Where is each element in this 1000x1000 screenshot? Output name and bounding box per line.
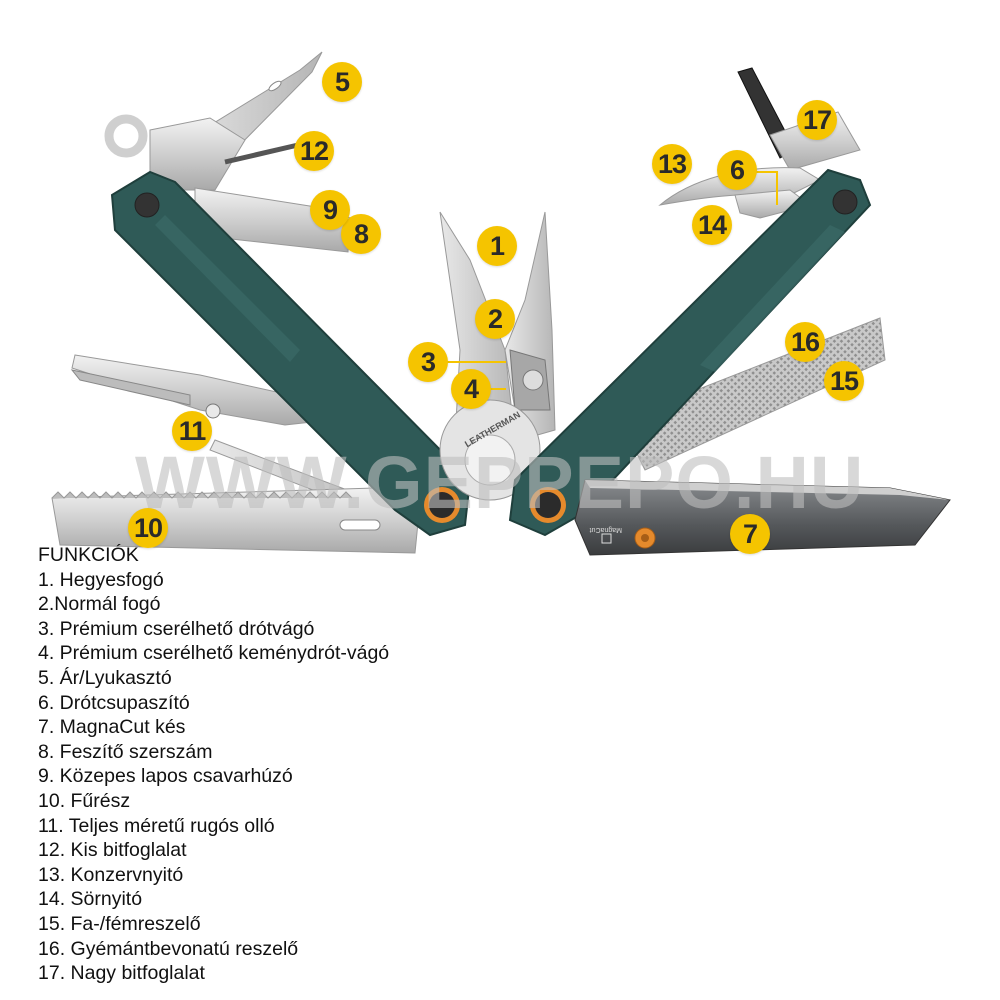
- badge-17: 17: [797, 100, 837, 140]
- legend-item: 17. Nagy bitfoglalat: [38, 962, 205, 985]
- badge-12: 12: [294, 131, 334, 171]
- legend-item: 3. Prémium cserélhető drótvágó: [38, 617, 315, 640]
- badge-14: 14: [692, 205, 732, 245]
- badge-5: 5: [322, 62, 362, 102]
- function-legend: FUNKCIÓK 1. Hegyesfogó 2.Normál fogó 3. …: [38, 543, 389, 986]
- legend-item: 6. Drótcsupaszító: [38, 691, 190, 714]
- legend-item: 8. Feszítő szerszám: [38, 740, 213, 763]
- legend-item: 5. Ár/Lyukasztó: [38, 666, 172, 689]
- badge-6: 6: [717, 150, 757, 190]
- badge-13: 13: [652, 144, 692, 184]
- watermark-text: WWW.GEPPEPO.HU: [135, 441, 865, 524]
- small-bit-holder-tool: [149, 117, 299, 191]
- legend-item: 1. Hegyesfogó: [38, 568, 164, 591]
- badge-9: 9: [310, 190, 350, 230]
- legend-item: 9. Közepes lapos csavarhúzó: [38, 765, 293, 788]
- badge-10: 10: [128, 508, 168, 548]
- right-handle: [508, 168, 872, 537]
- leader-line-6: [752, 171, 778, 205]
- legend-item: 15. Fa-/fémreszelő: [38, 912, 201, 935]
- left-handle: [110, 170, 472, 537]
- badge-2: 2: [475, 299, 515, 339]
- legend-item: 13. Konzervnyitó: [38, 863, 184, 886]
- lanyard-ring: [104, 114, 148, 158]
- legend-item: 2.Normál fogó: [38, 593, 161, 616]
- badge-16: 16: [785, 322, 825, 362]
- badge-4: 4: [451, 369, 491, 409]
- legend-item: 7. MagnaCut kés: [38, 716, 186, 739]
- legend-item: 4. Prémium cserélhető keménydrót-vágó: [38, 642, 390, 665]
- badge-7: 7: [730, 514, 770, 554]
- legend-item: 14. Sörnyitó: [38, 888, 143, 911]
- legend-item: 16. Gyémántbevonatú reszelő: [38, 937, 299, 960]
- badge-3: 3: [408, 342, 448, 382]
- badge-11: 11: [172, 411, 212, 451]
- blade-marking: MagnaCut: [590, 526, 622, 533]
- badge-1: 1: [477, 226, 517, 266]
- badge-15: 15: [824, 361, 864, 401]
- legend-item: 11. Teljes méretű rugós olló: [38, 814, 275, 837]
- legend-title: FUNKCIÓK: [38, 544, 139, 566]
- badge-8: 8: [341, 214, 381, 254]
- legend-item: 12. Kis bitfoglalat: [38, 839, 187, 862]
- legend-item: 10. Fűrész: [38, 789, 131, 812]
